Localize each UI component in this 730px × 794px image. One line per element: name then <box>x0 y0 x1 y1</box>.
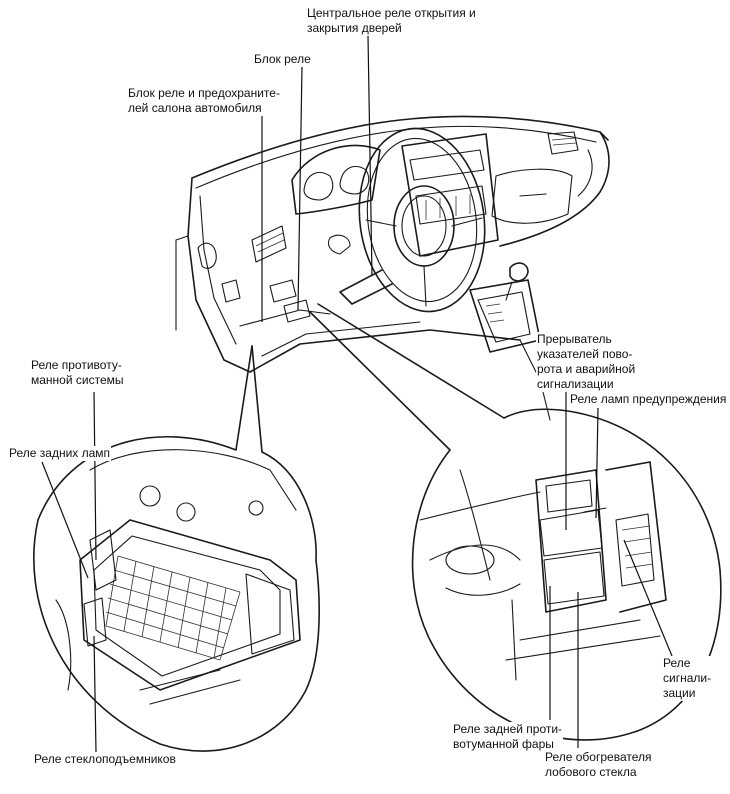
label-line: лей салона автомобиля <box>128 101 262 115</box>
label-line: Реле обогревателя <box>545 750 652 764</box>
leader-alarm-relay <box>623 539 673 657</box>
label-line: Реле ламп предупреждения <box>570 392 727 406</box>
leader-relay-block <box>297 65 303 311</box>
label-line: зации <box>663 686 696 700</box>
label-cabin-relay-fuse-block: Блок реле и предохраните-лей салона авто… <box>127 86 281 116</box>
left-zoom-callout <box>33 345 320 752</box>
label-rear-fog-relay: Реле задней проти-вотуманной фары <box>452 722 564 752</box>
label-line: Реле <box>663 656 691 670</box>
label-line: Прерыватель <box>537 332 612 346</box>
label-fog-light-relay: Реле противоту-манной системы <box>30 358 125 388</box>
label-line: указателей пово- <box>537 347 633 361</box>
label-line: Реле задней проти- <box>453 722 563 736</box>
label-rear-lights-relay: Реле задних ламп <box>8 446 112 461</box>
label-relay-block: Блок реле <box>253 52 312 67</box>
label-line: манной системы <box>31 373 124 387</box>
label-line: Реле задних ламп <box>9 446 111 460</box>
dashboard-outline <box>175 115 610 421</box>
label-line: лобового стекла <box>545 765 637 779</box>
leader-warning-lamp <box>595 407 599 519</box>
label-line: Реле противоту- <box>31 358 122 372</box>
label-window-lift-relay: Реле стеклоподъемников <box>33 752 177 767</box>
leader-window-lift <box>93 635 97 753</box>
label-line: Реле стеклоподъемников <box>34 752 176 766</box>
leader-fog-relay <box>93 391 97 561</box>
right-zoom-callout <box>309 303 722 741</box>
leader-lines <box>41 35 673 753</box>
label-line: сигнали- <box>663 671 712 685</box>
leader-rear-lights <box>41 461 89 579</box>
label-line: Блок реле и предохраните- <box>128 86 280 100</box>
label-line: рота и аварийной <box>537 362 636 376</box>
fuse-grid <box>105 555 241 661</box>
label-line: сигнализации <box>537 377 614 391</box>
label-line: закрытия дверей <box>307 21 402 35</box>
label-line: Центральное реле открытия и <box>307 6 476 20</box>
leader-central-door-relay <box>367 35 373 277</box>
label-line: вотуманной фары <box>453 737 554 751</box>
label-warning-lamp-relay: Реле ламп предупреждения <box>569 392 728 407</box>
label-line: Блок реле <box>254 52 311 66</box>
